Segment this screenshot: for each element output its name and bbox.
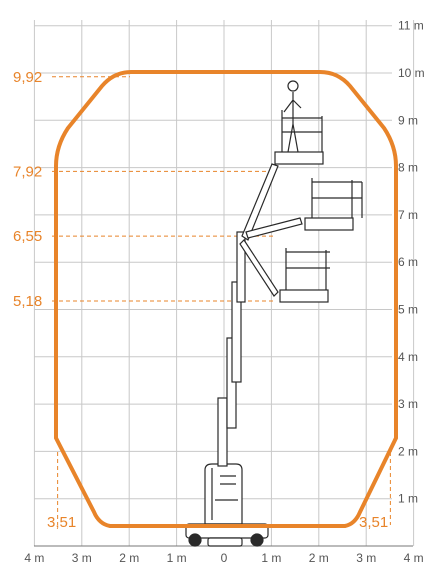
- x-tick-label: 3 m: [356, 551, 376, 565]
- working-envelope-outline: [54, 70, 398, 528]
- operator-figure-icon: [283, 80, 302, 153]
- x-tick-label: 4 m: [24, 551, 44, 565]
- height-label: 7,92: [13, 163, 42, 180]
- x-tick-label: 4 m: [404, 551, 424, 565]
- y-tick-label: 3 m: [398, 397, 418, 411]
- height-label: 9,92: [13, 69, 42, 86]
- y-tick-label: 10 m: [398, 66, 425, 80]
- y-tick-label: 8 m: [398, 161, 418, 175]
- y-tick-label: 9 m: [398, 113, 418, 127]
- y-tick-label: 6 m: [398, 255, 418, 269]
- outreach-label-right: 3,51: [359, 514, 388, 531]
- x-tick-label: 1 m: [167, 551, 187, 565]
- x-tick-label: 3 m: [72, 551, 92, 565]
- y-tick-label: 11 m: [398, 19, 424, 33]
- y-axis-ticks: 1 m 2 m 3 m 4 m 5 m 6 m 7 m 8 m 9 m 10 m 11 m: [398, 19, 425, 506]
- y-tick-label: 1 m: [398, 492, 418, 506]
- y-tick-label: 4 m: [398, 350, 418, 364]
- x-tick-label: 2 m: [309, 551, 329, 565]
- x-axis-ticks: 4 m 3 m 2 m 1 m 0 1 m 2 m 3 m 4 m: [24, 551, 423, 565]
- height-labels: 9,92 7,92 6,55 5,18 3,51 3,51: [13, 69, 388, 531]
- x-tick-label: 1 m: [261, 551, 281, 565]
- x-tick-label: 2 m: [119, 551, 139, 565]
- y-tick-label: 2 m: [398, 444, 418, 458]
- vertical-mast-lift-icon: [185, 80, 363, 547]
- x-tick-label: 0: [221, 551, 228, 565]
- height-label: 5,18: [13, 293, 42, 310]
- outreach-label-left: 3,51: [47, 514, 76, 531]
- y-tick-label: 5 m: [398, 303, 418, 317]
- y-tick-label: 7 m: [398, 208, 418, 222]
- height-label: 6,55: [13, 228, 42, 245]
